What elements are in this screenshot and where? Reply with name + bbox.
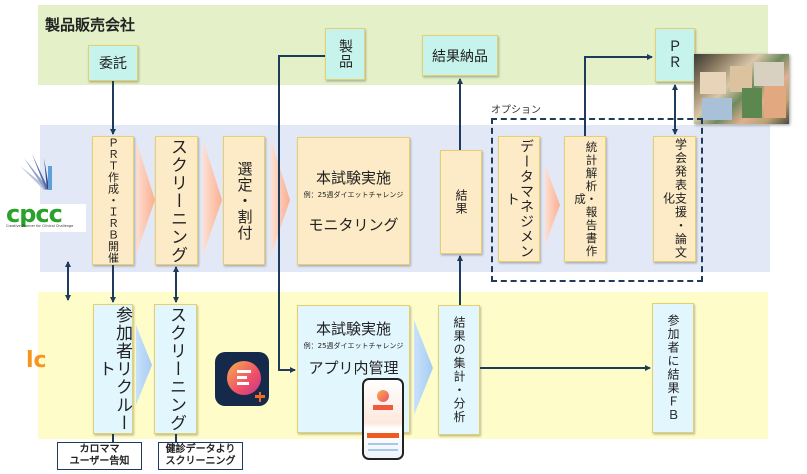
note-recruit: カロママ ユーザー告知: [57, 442, 142, 470]
box-aggregate: 結果の集計・分析: [438, 305, 480, 435]
cpcc-emblem-icon: [20, 154, 52, 190]
box-conference-paper: 学会発表支援・論文化: [653, 136, 696, 262]
box-itaku: 委託: [88, 45, 138, 81]
box-kekka-nouhin: 結果納品: [422, 35, 498, 76]
lc-logo: lc: [26, 348, 47, 373]
box-feedback: 参加者に結果ＦＢ: [652, 303, 694, 433]
box-prt-irb: ＰＲＴ作成・ＩＲＢ開催: [92, 136, 134, 265]
box-screening-mid: スクリーニング: [155, 136, 198, 265]
calomama-app-icon: [215, 352, 269, 406]
smartphone-app-screen: [362, 378, 404, 460]
box-sentei: 選定・割付: [223, 136, 265, 265]
box-stats-report: 統計解析・報告書作成: [564, 136, 606, 262]
box-pr: ＰＲ: [655, 28, 695, 82]
note-screening: 健診データより スクリーニング: [158, 442, 243, 470]
cpcc-logo: cpcc Creative Planner for Clinical Chall…: [6, 202, 86, 232]
box-screening-bot: スクリーニング: [154, 304, 197, 434]
band-title-product-company: 製品販売会社: [45, 16, 136, 34]
option-label: オプション: [491, 105, 541, 116]
box-main-trial-mid: 本試験実施 例：25週ダイエットチャレンジ モニタリング: [297, 137, 410, 265]
pr-magazines-photo: [694, 54, 789, 124]
box-kekka: 結果: [440, 150, 482, 254]
box-seihin: 製品: [325, 28, 365, 80]
box-recruit: 参加者リクルート: [93, 304, 133, 434]
box-data-management: データマネジメント: [498, 136, 540, 262]
